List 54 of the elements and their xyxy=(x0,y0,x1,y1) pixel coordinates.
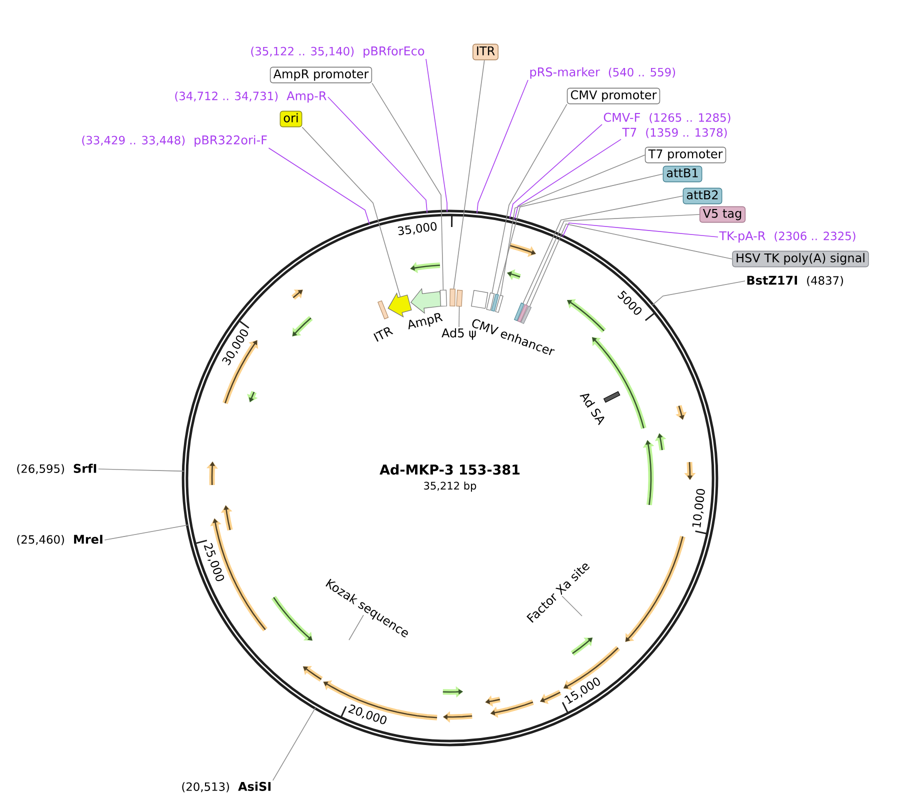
feature-tag: attB1 xyxy=(662,166,702,182)
leader-line xyxy=(104,524,188,540)
leader-line xyxy=(529,224,733,307)
enzyme-site-label: (20,513) AsiSI xyxy=(182,782,271,792)
feature-tag: AmpR promoter xyxy=(270,66,372,84)
leader-line xyxy=(458,306,460,328)
leader-line xyxy=(500,154,646,296)
leader-line xyxy=(328,96,428,214)
primer-label: CMV-F (1265 .. 1285) xyxy=(604,112,730,124)
leader-line xyxy=(492,104,568,294)
feature-tag: HSV TK poly(A) signal xyxy=(732,250,869,268)
feature-tag: ori xyxy=(280,110,302,128)
leader-line xyxy=(562,222,718,238)
feature-block xyxy=(440,290,447,307)
feature-block xyxy=(491,294,499,312)
leader-line xyxy=(514,138,622,220)
enzyme-site-label: BstZ17I (4837) xyxy=(747,276,843,286)
primer-label: (34,712 .. 34,731) Amp-R xyxy=(175,91,326,103)
scale-label: 35,000 xyxy=(398,222,437,236)
leader-line xyxy=(562,596,582,616)
feature-tag: CMV promoter xyxy=(566,88,660,104)
leader-line xyxy=(372,82,444,290)
leader-line xyxy=(509,124,602,219)
leader-line xyxy=(476,80,528,214)
primer-label: (35,122 .. 35,140) pBRforEco xyxy=(251,46,424,58)
leader-line xyxy=(426,58,448,212)
feature-label: AmpR xyxy=(408,313,443,330)
leader-line xyxy=(496,174,664,295)
leader-line xyxy=(522,196,684,304)
feature-block xyxy=(486,292,495,311)
feature-label: ITR xyxy=(374,327,394,342)
feature-tag: ITR xyxy=(472,44,498,60)
leader-line xyxy=(453,60,485,290)
feature-label: Ad SA xyxy=(580,394,604,426)
primer-label: T7 (1359 .. 1378) xyxy=(622,128,727,138)
enzyme-site-label: (26,595) SrfI xyxy=(17,464,96,474)
leader-line xyxy=(272,707,316,781)
feature-block xyxy=(495,294,504,313)
primer-label: TK-pA-R (2306 .. 2325) xyxy=(719,231,856,243)
leader-line xyxy=(652,280,746,306)
feature-block xyxy=(456,290,463,307)
feature-block xyxy=(450,288,456,306)
feature-tag: V5 tag xyxy=(699,206,746,223)
leader-line xyxy=(98,468,184,472)
leader-line xyxy=(268,148,370,225)
feature-tag: attB2 xyxy=(682,188,722,204)
enzyme-site-label: (25,460) MreI xyxy=(17,534,102,546)
leader-line xyxy=(302,126,401,297)
leader-line xyxy=(526,214,700,306)
primer-label: pRS-marker (540 .. 559) xyxy=(530,67,676,79)
scale-label: 10,000 xyxy=(692,488,705,528)
feature-tag: T7 promoter xyxy=(644,146,726,164)
primer-label: (33,429 .. 33,448) pBR322ori-F xyxy=(82,135,267,147)
leader-line xyxy=(348,614,364,640)
